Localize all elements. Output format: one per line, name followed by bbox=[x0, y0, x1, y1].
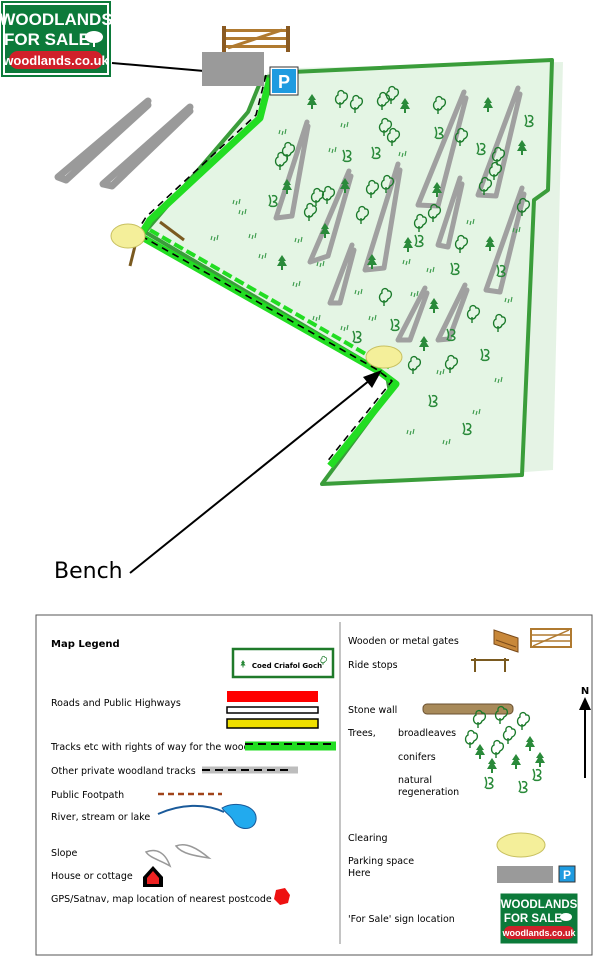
for-sale-sign-logo: WOODLANDS FOR SALE woodlands.co.uk bbox=[0, 1, 113, 77]
legend-logo-url: woodlands.co.uk bbox=[501, 928, 576, 938]
parking-area bbox=[202, 52, 264, 86]
legend-tracks-label: Tracks etc with rights of way for the wo… bbox=[50, 742, 250, 753]
logo-line1: WOODLANDS bbox=[0, 10, 113, 29]
legend-house-icon-inner bbox=[147, 871, 159, 884]
legend-gate-icons bbox=[493, 628, 572, 653]
legend-river-line bbox=[157, 804, 225, 815]
legend-slope-label: Slope bbox=[51, 848, 78, 859]
logo-url: woodlands.co.uk bbox=[2, 53, 109, 68]
legend-gates-label: Wooden or metal gates bbox=[348, 636, 459, 647]
bench-clearing-east bbox=[365, 345, 403, 369]
legend-parking-area bbox=[497, 866, 553, 883]
legend-parking-line1: Parking space bbox=[348, 856, 414, 867]
north-arrow: N bbox=[579, 686, 591, 778]
bench-clearing-west bbox=[110, 223, 146, 249]
legend-private-tracks-label: Other private woodland tracks bbox=[51, 766, 196, 777]
legend-logo-line1: WOODLANDS bbox=[501, 899, 578, 911]
legend-road-red bbox=[227, 691, 318, 702]
legend-lake bbox=[221, 804, 257, 829]
legend-title: Map Legend bbox=[51, 639, 120, 650]
legend-regeneration-label: regeneration bbox=[398, 787, 459, 798]
legend-broadleaves-label: broadleaves bbox=[398, 728, 456, 739]
bench-label: Bench bbox=[54, 559, 123, 584]
legend-slope-a bbox=[144, 849, 172, 868]
legend-gps-label: GPS/Satnav, map location of nearest post… bbox=[51, 894, 272, 905]
legend-parking-sign bbox=[558, 865, 576, 883]
map-legend: Map Legend Coed Criafol Goch Roads and P… bbox=[35, 614, 593, 956]
bench-pointer-arrow bbox=[129, 379, 371, 574]
legend-parking-line2: Here bbox=[348, 868, 371, 879]
legend-ride-stops-label: Ride stops bbox=[348, 660, 398, 671]
parking-sign: P bbox=[269, 66, 299, 96]
legend-footpath-label: Public Footpath bbox=[51, 790, 124, 801]
north-label: N bbox=[581, 686, 589, 697]
legend-road-white bbox=[226, 706, 319, 714]
legend-roads-label: Roads and Public Highways bbox=[51, 698, 181, 709]
legend-wood-name: Coed Criafol Goch bbox=[252, 662, 322, 670]
legend-clearing-icon bbox=[496, 832, 546, 858]
legend-natural-label: natural bbox=[398, 775, 432, 786]
legend-for-sale-logo: WOODLANDS FOR SALE woodlands.co.uk bbox=[500, 893, 578, 944]
legend-postcode-icon bbox=[274, 888, 290, 905]
parking-sign-letter: P bbox=[278, 72, 290, 92]
legend-parking-letter: P bbox=[563, 868, 571, 882]
legend-stone-wall-label: Stone wall bbox=[348, 705, 397, 716]
gate-icon bbox=[222, 26, 290, 52]
legend-stone-wall bbox=[422, 703, 514, 715]
legend-trees-label: Trees, bbox=[347, 728, 376, 739]
slope-markers-outside bbox=[54, 97, 194, 190]
legend-ride-stop-icon bbox=[471, 658, 509, 672]
bench-pointer-arrowhead bbox=[363, 370, 382, 388]
logo-tree-icon bbox=[85, 31, 103, 47]
legend-for-sale-label: 'For Sale' sign location bbox=[348, 914, 455, 925]
legend-house-label: House or cottage bbox=[51, 871, 133, 882]
legend-logo-line2: FOR SALE bbox=[504, 913, 562, 925]
legend-road-yellow bbox=[226, 718, 319, 729]
legend-wood-name-box bbox=[231, 647, 335, 679]
slope-markers bbox=[273, 85, 527, 343]
legend-slope-b bbox=[174, 844, 212, 860]
legend-clearing-label: Clearing bbox=[348, 833, 388, 844]
logo-line2: FOR SALE bbox=[4, 30, 90, 49]
legend-conifers-label: conifers bbox=[398, 752, 436, 763]
legend-river-label: River, stream or lake bbox=[51, 812, 150, 823]
